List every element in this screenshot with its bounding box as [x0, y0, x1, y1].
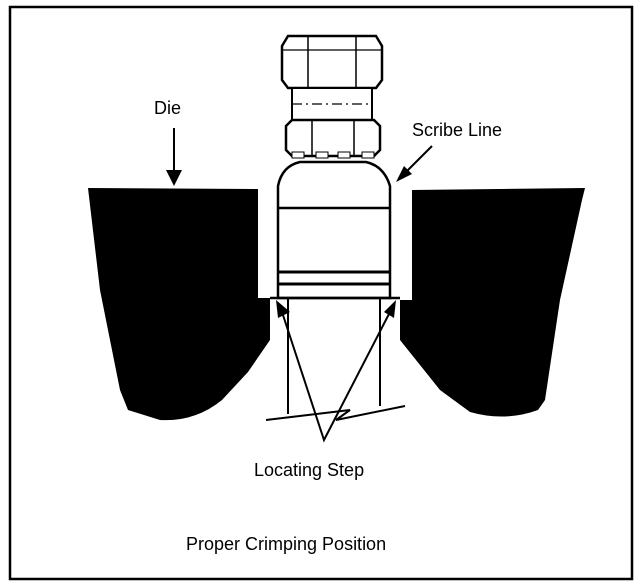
left-die — [88, 188, 270, 421]
scribe-line-label: Scribe Line — [412, 120, 502, 140]
figure-caption: Proper Crimping Position — [186, 534, 386, 554]
hose — [265, 298, 406, 421]
right-die — [400, 188, 585, 417]
figure-frame — [8, 5, 634, 581]
lower-hex-nut — [284, 118, 382, 159]
locating-step-arrowhead-left — [276, 300, 290, 318]
swivel-body — [291, 87, 373, 121]
locating-step-arrows — [281, 311, 391, 443]
locating-step-label: Locating Step — [254, 460, 364, 480]
ferrule — [270, 160, 400, 300]
locating-step-arrowhead-right — [384, 300, 396, 318]
scribe-line-arrow — [396, 145, 433, 182]
die-arrow — [166, 128, 182, 186]
hose-break-line — [265, 405, 406, 421]
die-label: Die — [154, 98, 181, 118]
upper-hex-nut — [280, 34, 384, 90]
